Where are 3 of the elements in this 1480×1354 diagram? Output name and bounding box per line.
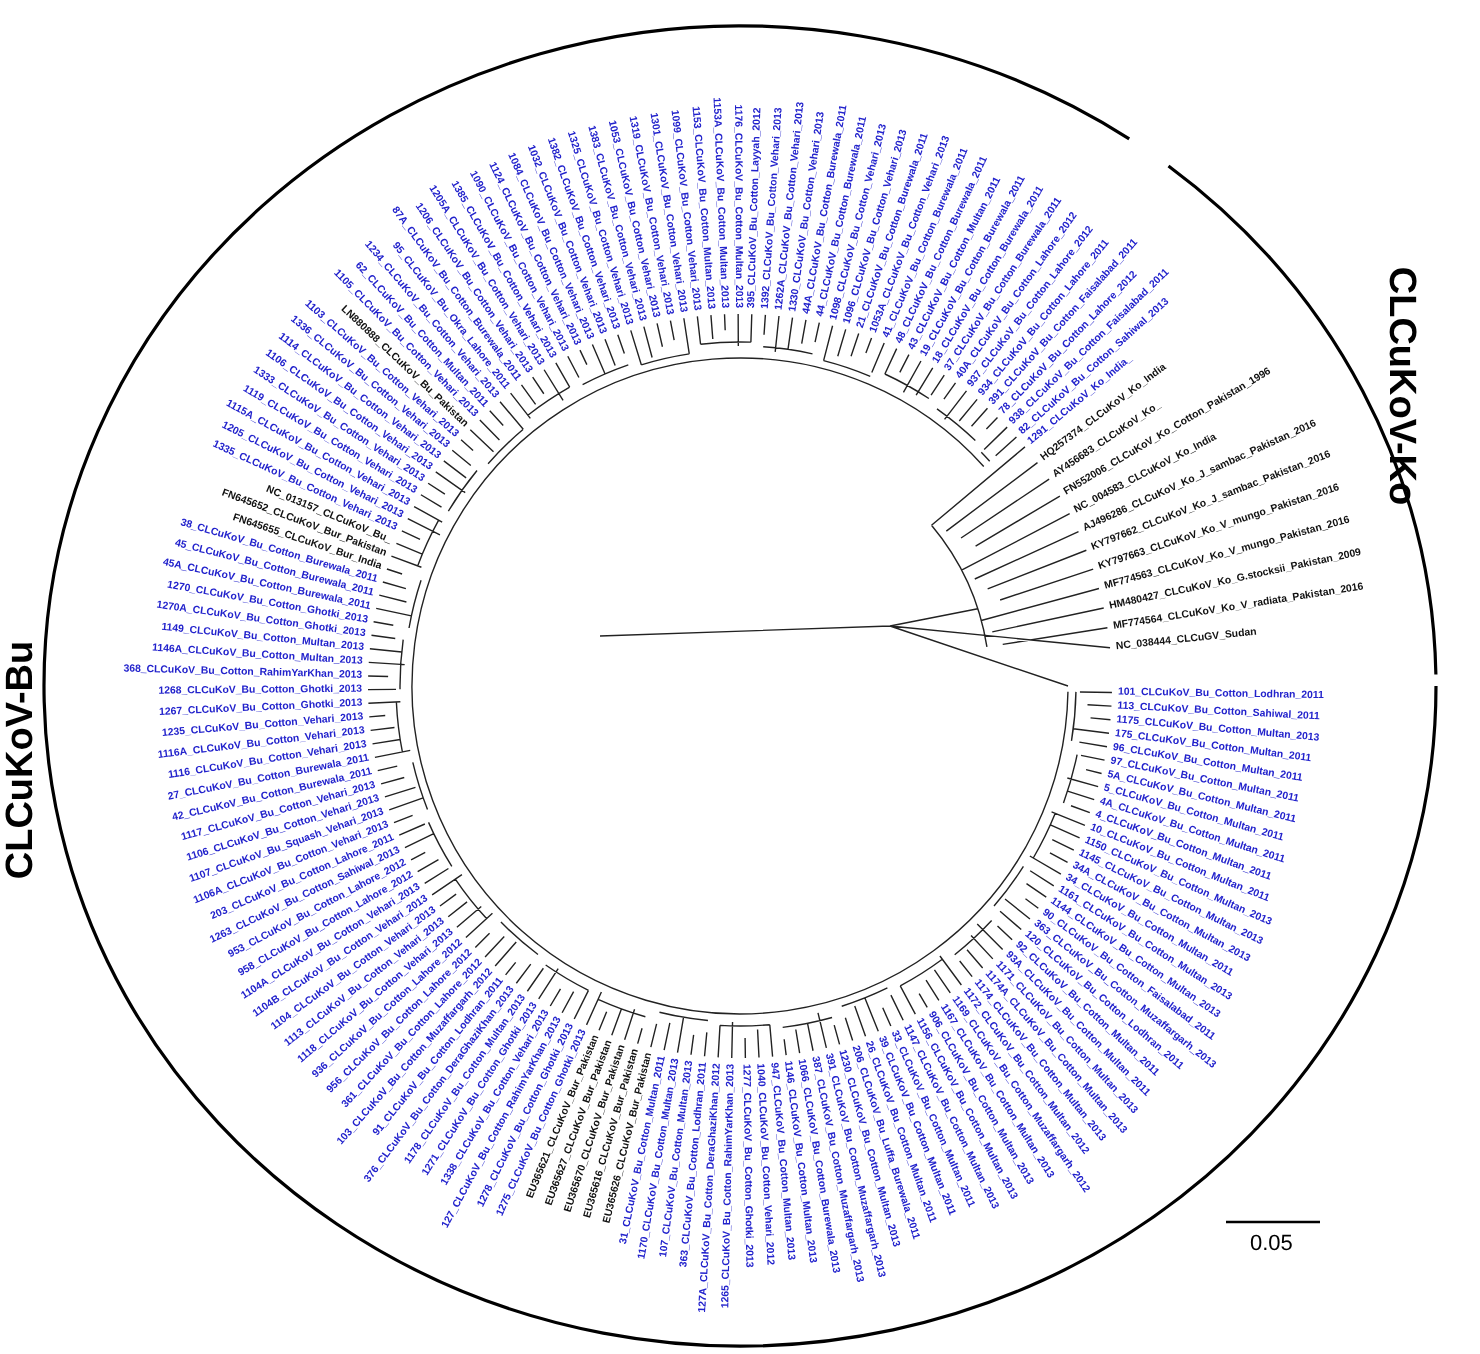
scale-label: 0.05 <box>1250 1232 1293 1256</box>
clade-label: CLCuKoV-Ko <box>1378 266 1423 506</box>
clade-label: CLCuKoV-Bu <box>0 640 44 880</box>
